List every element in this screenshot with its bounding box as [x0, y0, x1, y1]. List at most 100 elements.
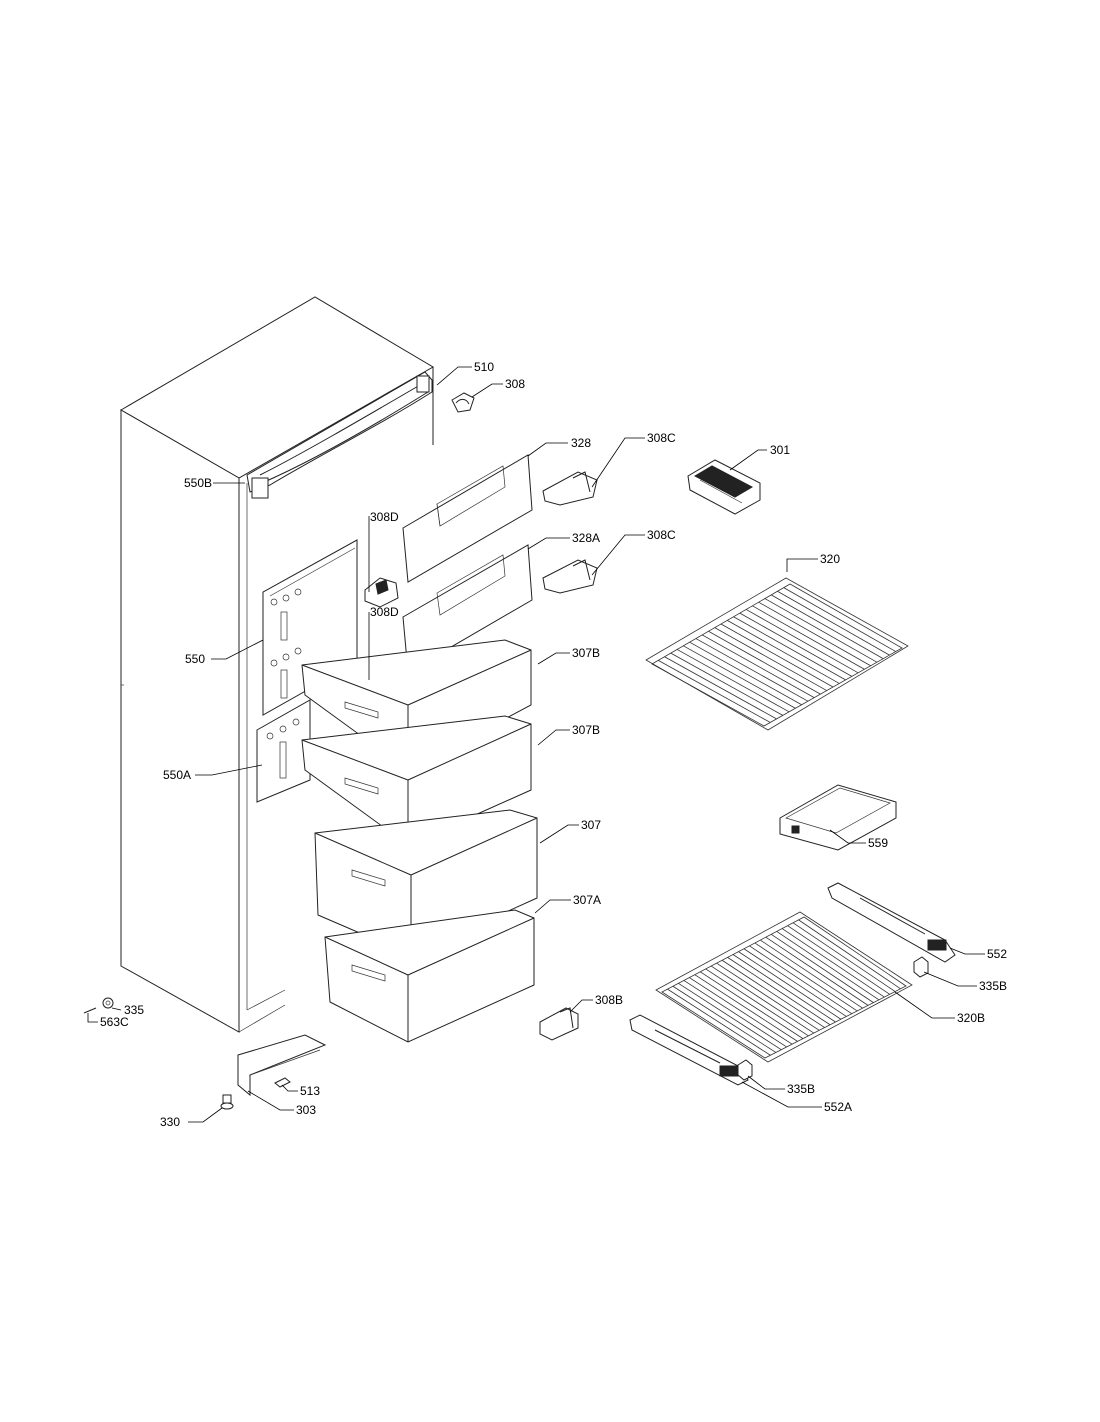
label-513: 513: [300, 1084, 320, 1098]
shelf-wire: [716, 962, 820, 1031]
back-panel-550a: [256, 699, 311, 803]
hinge-308: [451, 392, 475, 413]
part-labels: 510 308 328 308C 301 550B 308D 328A 308C…: [100, 360, 1007, 1129]
shelf-wire: [771, 933, 874, 1003]
shelf-wire: [764, 598, 878, 663]
shelf-wire: [758, 601, 871, 667]
shelf-wire: [694, 974, 798, 1042]
shelf-wire: [678, 983, 782, 1051]
label-328: 328: [571, 436, 591, 450]
shelf-wire: [743, 948, 847, 1017]
shelf-wire: [683, 645, 796, 709]
label-308b: 308B: [595, 993, 623, 1007]
label-307b-upper: 307B: [572, 646, 600, 660]
rail-552a: [629, 1014, 749, 1086]
label-335b-lower: 335B: [787, 1082, 815, 1096]
hinge-plate-308c-upper: [542, 471, 598, 506]
shelf-wire: [670, 652, 784, 716]
wire-shelf-320: [645, 577, 909, 731]
label-308: 308: [505, 377, 525, 391]
top-trim-handle: [246, 371, 433, 499]
tray-559: [779, 784, 897, 851]
kick-plate-303: [237, 1034, 327, 1097]
label-550a: 550A: [163, 768, 191, 782]
shelf-wire: [710, 965, 815, 1034]
shelf-wire: [787, 925, 890, 995]
stopper-335b-lower: [737, 1059, 753, 1081]
shelf-wire: [720, 623, 834, 688]
shelf-wire: [708, 630, 821, 695]
shelf-wire: [749, 945, 852, 1015]
label-330: 330: [160, 1115, 180, 1129]
shelf-wire: [721, 959, 825, 1028]
shelf-wire: [689, 977, 793, 1045]
shelf-wire: [754, 942, 858, 1012]
label-552: 552: [987, 947, 1007, 961]
shelf-wire: [689, 641, 802, 706]
flap-hinge-308d-upper: [364, 577, 399, 608]
clip-513: [274, 1077, 291, 1088]
label-550: 550: [185, 652, 205, 666]
drawer-307b-lower: [301, 715, 532, 846]
label-301: 301: [770, 443, 790, 457]
shelf-wire: [705, 968, 809, 1037]
label-563c: 563C: [100, 1015, 129, 1029]
shelf-wire: [745, 609, 859, 674]
shelf-wire: [667, 988, 771, 1056]
shelf-wire: [732, 954, 836, 1023]
shelf-wire: [770, 594, 884, 659]
shelf-wire: [798, 919, 901, 990]
drawer-307a: [324, 909, 535, 1043]
shelf-wire: [700, 971, 804, 1039]
ice-tray-301: [687, 459, 761, 515]
label-320b: 320B: [957, 1011, 985, 1025]
label-308c-lower: 308C: [647, 528, 676, 542]
shelf-wire: [714, 627, 827, 691]
label-307: 307: [581, 818, 601, 832]
wire-shelf-320b: [655, 911, 913, 1063]
shelf-wire: [777, 590, 890, 656]
label-510: 510: [474, 360, 494, 374]
cabinet-body: [120, 296, 434, 1033]
shelf-wire: [760, 939, 863, 1009]
shelf-wire: [676, 649, 790, 713]
shelf-wire: [672, 985, 777, 1053]
label-308c-upper: 308C: [647, 431, 676, 445]
rail-552: [827, 882, 956, 963]
shelf-wire: [658, 660, 771, 723]
cap-335: [102, 997, 114, 1009]
shelf-wire: [727, 620, 840, 684]
label-328a: 328A: [572, 531, 600, 545]
shelf-wire: [695, 638, 809, 702]
shelf-wire: [792, 922, 896, 992]
stopper-335b-upper: [913, 956, 929, 978]
label-552a: 552A: [824, 1100, 852, 1114]
leader-lines: [87, 366, 985, 1123]
hinge-308b: [539, 1007, 579, 1041]
shelf-wire: [776, 931, 880, 1001]
label-307a: 307A: [573, 893, 601, 907]
label-550b: 550B: [184, 476, 212, 490]
shelf-wire: [664, 656, 777, 720]
shelf-wire: [739, 612, 853, 677]
label-559: 559: [868, 836, 888, 850]
label-335: 335: [124, 1003, 144, 1017]
shelf-wire: [783, 587, 896, 652]
label-308d-upper: 308D: [370, 510, 399, 524]
label-303: 303: [296, 1103, 316, 1117]
flap-328: [402, 454, 533, 583]
foot-330: [220, 1094, 234, 1110]
label-307b-lower: 307B: [572, 723, 600, 737]
label-320: 320: [820, 552, 840, 566]
pin-563c: [83, 1007, 97, 1014]
shelf-wire: [727, 957, 831, 1026]
label-308d-lower: 308D: [370, 605, 399, 619]
hinge-plate-308c-lower: [542, 559, 598, 594]
label-335b-upper: 335B: [979, 979, 1007, 993]
shelf-wire: [701, 634, 815, 698]
shelf-wire: [738, 951, 842, 1020]
shelf-wire: [733, 616, 846, 681]
shelf-wire: [683, 980, 787, 1048]
shelf-wire: [752, 605, 865, 670]
